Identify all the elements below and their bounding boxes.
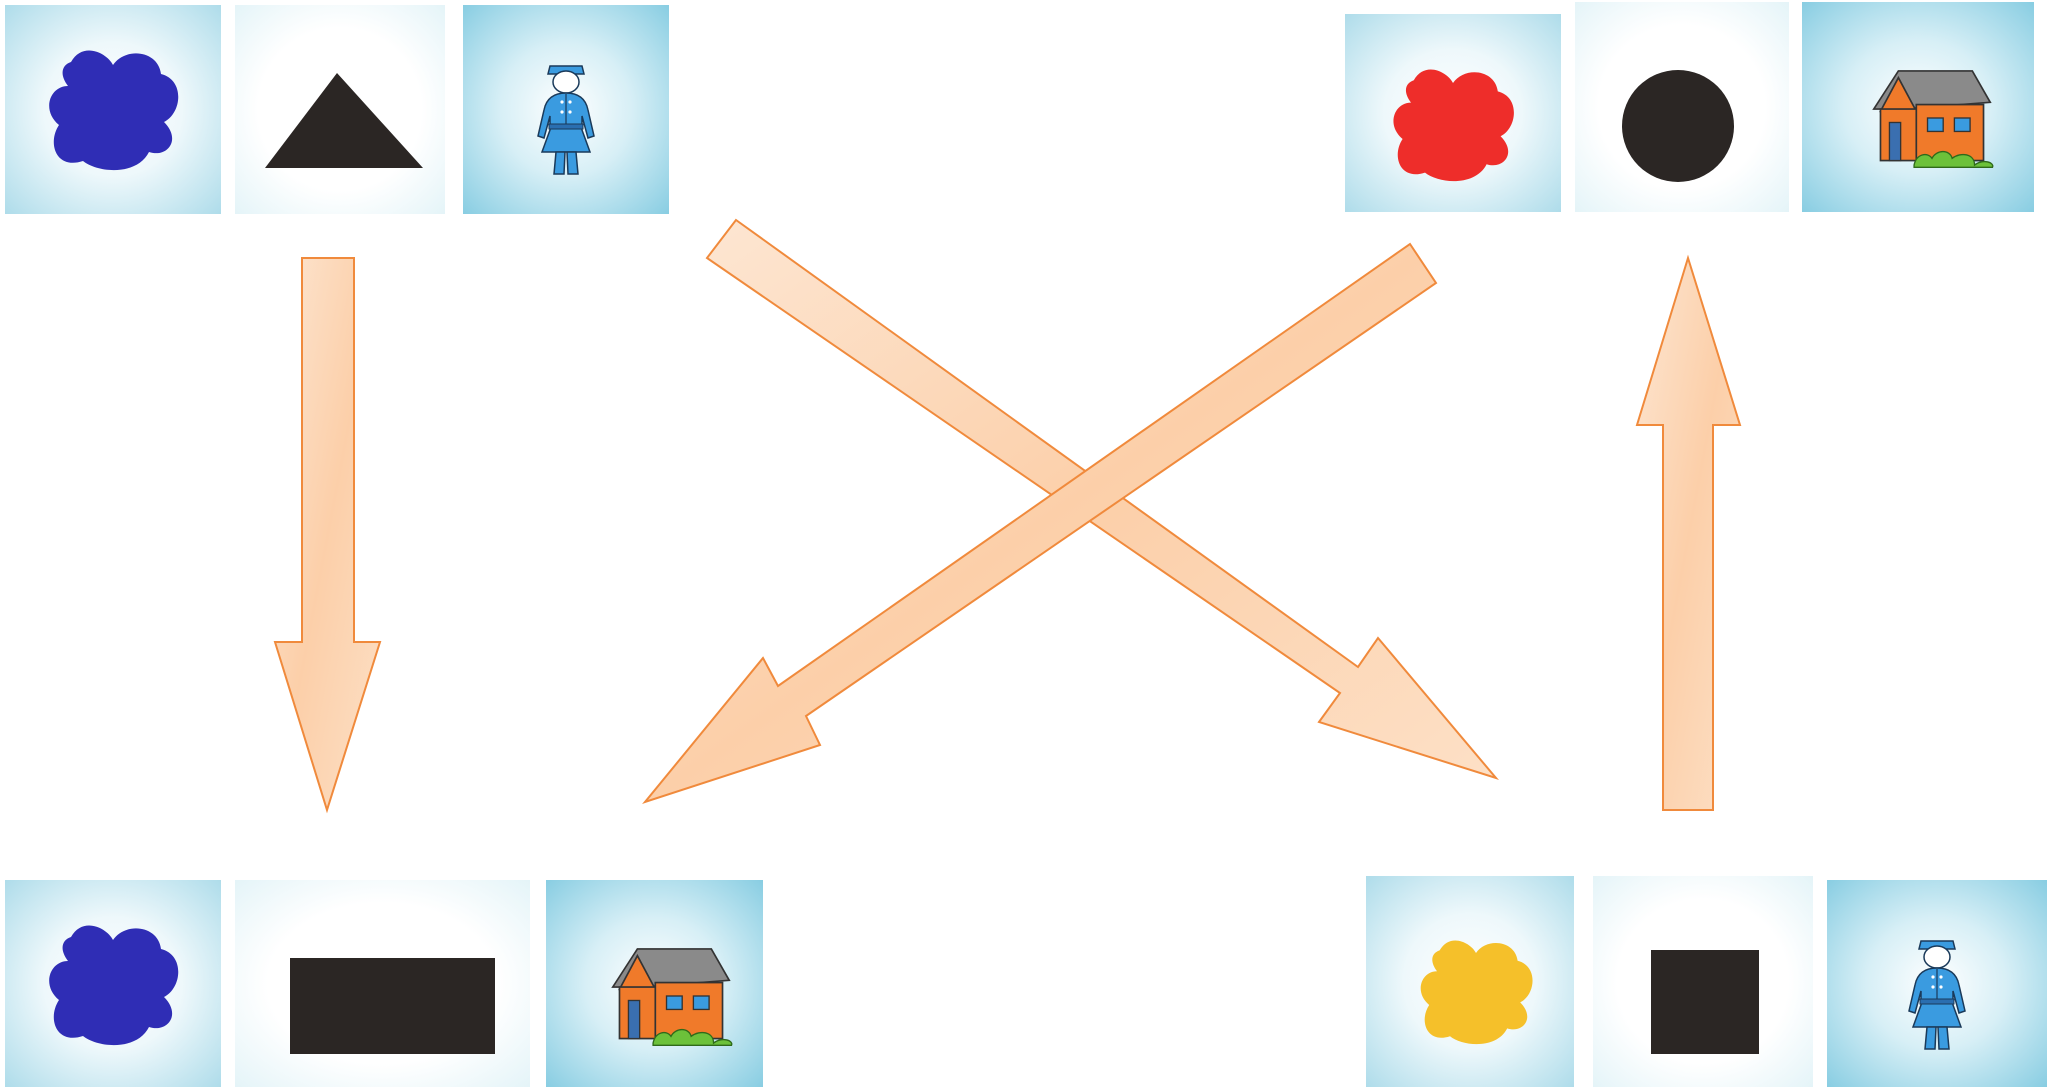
orange-house-icon xyxy=(1802,2,2034,212)
card-blue-blob-top-left xyxy=(5,5,221,214)
card-yellow-blob-bottom-right xyxy=(1366,876,1574,1087)
orange-house-icon xyxy=(546,880,763,1087)
arrow-top-left-to-bottom-left xyxy=(275,258,380,810)
arrow-top-right-to-bottom-left xyxy=(645,244,1436,802)
red-blob-icon xyxy=(1345,14,1561,212)
black-rectangle-icon xyxy=(235,880,530,1087)
blue-woman-figure-icon xyxy=(1827,880,2047,1087)
black-square-icon xyxy=(1593,876,1813,1087)
arrow-bottom-right-to-top-right xyxy=(1637,258,1740,810)
card-woman-bottom-right xyxy=(1827,880,2047,1087)
card-red-blob-top-right xyxy=(1345,14,1561,212)
yellow-blob-icon xyxy=(1366,876,1574,1087)
card-black-circle-top-right xyxy=(1575,2,1789,212)
card-house-top-right xyxy=(1802,2,2034,212)
blue-blob-icon xyxy=(5,5,221,214)
card-black-triangle-top-left xyxy=(235,5,445,214)
blue-woman-figure-icon xyxy=(463,5,669,214)
card-black-rectangle-bottom-left xyxy=(235,880,530,1087)
black-triangle-icon xyxy=(235,5,445,214)
blue-blob-icon xyxy=(5,880,221,1087)
black-circle-icon xyxy=(1575,2,1789,212)
card-black-square-bottom-right xyxy=(1593,876,1813,1087)
card-woman-top-left xyxy=(463,5,669,214)
card-house-bottom-left xyxy=(546,880,763,1087)
card-blue-blob-bottom-left xyxy=(5,880,221,1087)
